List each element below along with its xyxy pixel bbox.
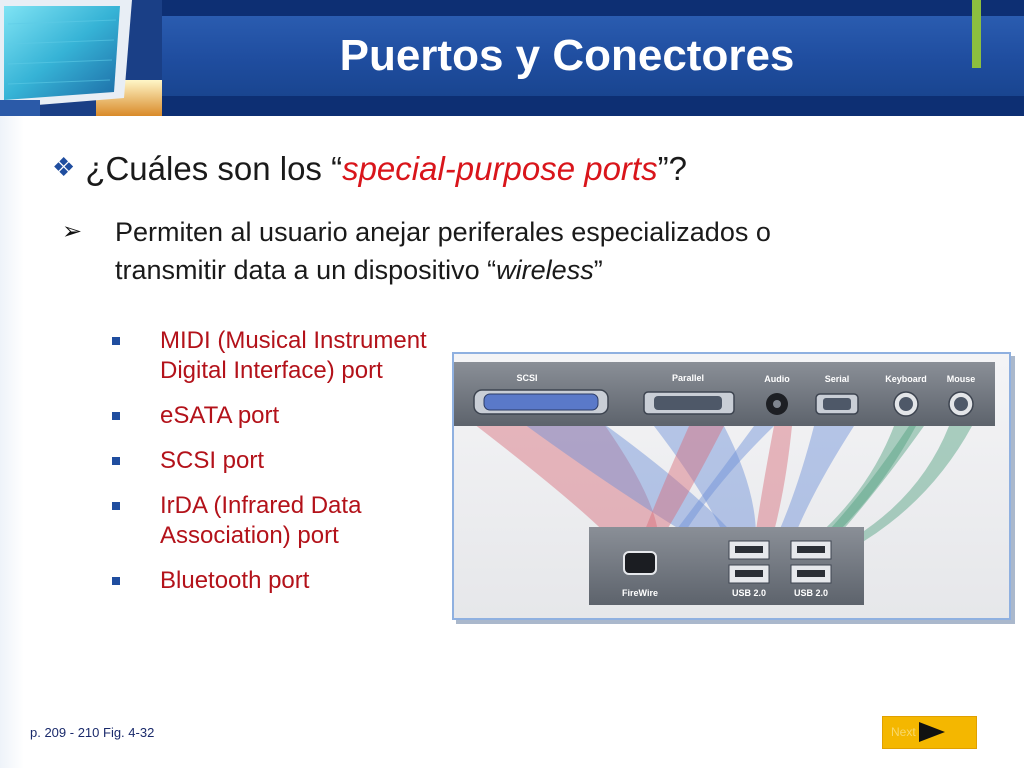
connector-ribbons <box>474 424 972 582</box>
left-gradient-strip <box>0 116 24 768</box>
description-line-1: Permiten al usuario anejar periferales e… <box>115 217 771 247</box>
play-arrow-icon <box>919 722 945 742</box>
square-bullet-icon <box>112 337 120 345</box>
description-text: Permiten al usuario anejar periferales e… <box>115 213 975 289</box>
list-item: Bluetooth port <box>112 566 442 596</box>
description-line-2-prefix: transmitir data a un dispositivo “ <box>115 255 497 285</box>
header-bottom-line <box>162 104 1024 106</box>
parallel-port-icon <box>643 391 735 415</box>
question-line: ❖ ¿Cuáles son los “special-purpose ports”… <box>52 150 687 188</box>
port-label-bottom: USB 2.0 <box>732 588 766 598</box>
diamond-bullet-icon: ❖ <box>52 152 76 182</box>
slide-title: Puertos y Conectores <box>339 31 795 80</box>
scsi-port-icon <box>473 389 609 415</box>
list-item: SCSI port <box>112 446 442 476</box>
ports-figure: SCSI Parallel Audio Serial Keyboard Mous… <box>452 352 1011 620</box>
list-item: eSATA port <box>112 401 442 431</box>
next-button[interactable]: Next <box>882 716 977 749</box>
page-reference: p. 209 - 210 Fig. 4-32 <box>30 725 155 740</box>
port-label: IrDA (Infrared Data Association) port <box>160 492 362 549</box>
mouse-port-icon <box>948 391 974 417</box>
square-bullet-icon <box>112 502 120 510</box>
description-line-2-suffix: ” <box>593 255 603 285</box>
port-label: MIDI (Musical Instrument Digital Interfa… <box>160 327 427 384</box>
port-label-top: Keyboard <box>885 374 927 384</box>
firewire-port-icon <box>623 551 657 575</box>
list-item: IrDA (Infrared Data Association) port <box>112 491 442 551</box>
serial-port-icon <box>815 393 859 415</box>
ports-list: MIDI (Musical Instrument Digital Interfa… <box>112 326 442 611</box>
next-button-label: Next <box>891 725 916 739</box>
port-label-top: Parallel <box>672 373 704 383</box>
question-suffix: ”? <box>657 150 687 187</box>
square-bullet-icon <box>112 457 120 465</box>
square-bullet-icon <box>112 412 120 420</box>
port-label-bottom: FireWire <box>622 588 658 598</box>
header-inner-band <box>162 16 1024 96</box>
description-line-2: transmitir data a un dispositivo “wirele… <box>115 251 975 289</box>
green-accent-bar <box>972 0 981 68</box>
usb-port-icon <box>728 540 770 584</box>
audio-jack-icon <box>766 393 788 415</box>
square-bullet-icon <box>112 577 120 585</box>
usb-port-icon <box>790 540 832 584</box>
port-label-top: Serial <box>825 374 850 384</box>
port-label: Bluetooth port <box>160 567 310 594</box>
header-top-line <box>162 6 1024 8</box>
question-prefix: ¿Cuáles son los “ <box>85 150 343 187</box>
computer-monitor-icon <box>0 0 162 116</box>
arrow-bullet-icon: ➢ <box>62 218 83 245</box>
port-label-top: SCSI <box>516 373 537 383</box>
keyboard-port-icon <box>893 391 919 417</box>
port-label-top: Audio <box>764 374 790 384</box>
description-emphasis: wireless <box>496 255 594 285</box>
port-label-top: Mouse <box>947 374 976 384</box>
port-label-bottom: USB 2.0 <box>794 588 828 598</box>
port-label: SCSI port <box>160 447 265 474</box>
question-emphasis: special-purpose ports <box>342 150 658 187</box>
slide-header: Puertos y Conectores <box>0 0 1024 116</box>
list-item: MIDI (Musical Instrument Digital Interfa… <box>112 326 442 386</box>
port-label: eSATA port <box>160 402 280 429</box>
